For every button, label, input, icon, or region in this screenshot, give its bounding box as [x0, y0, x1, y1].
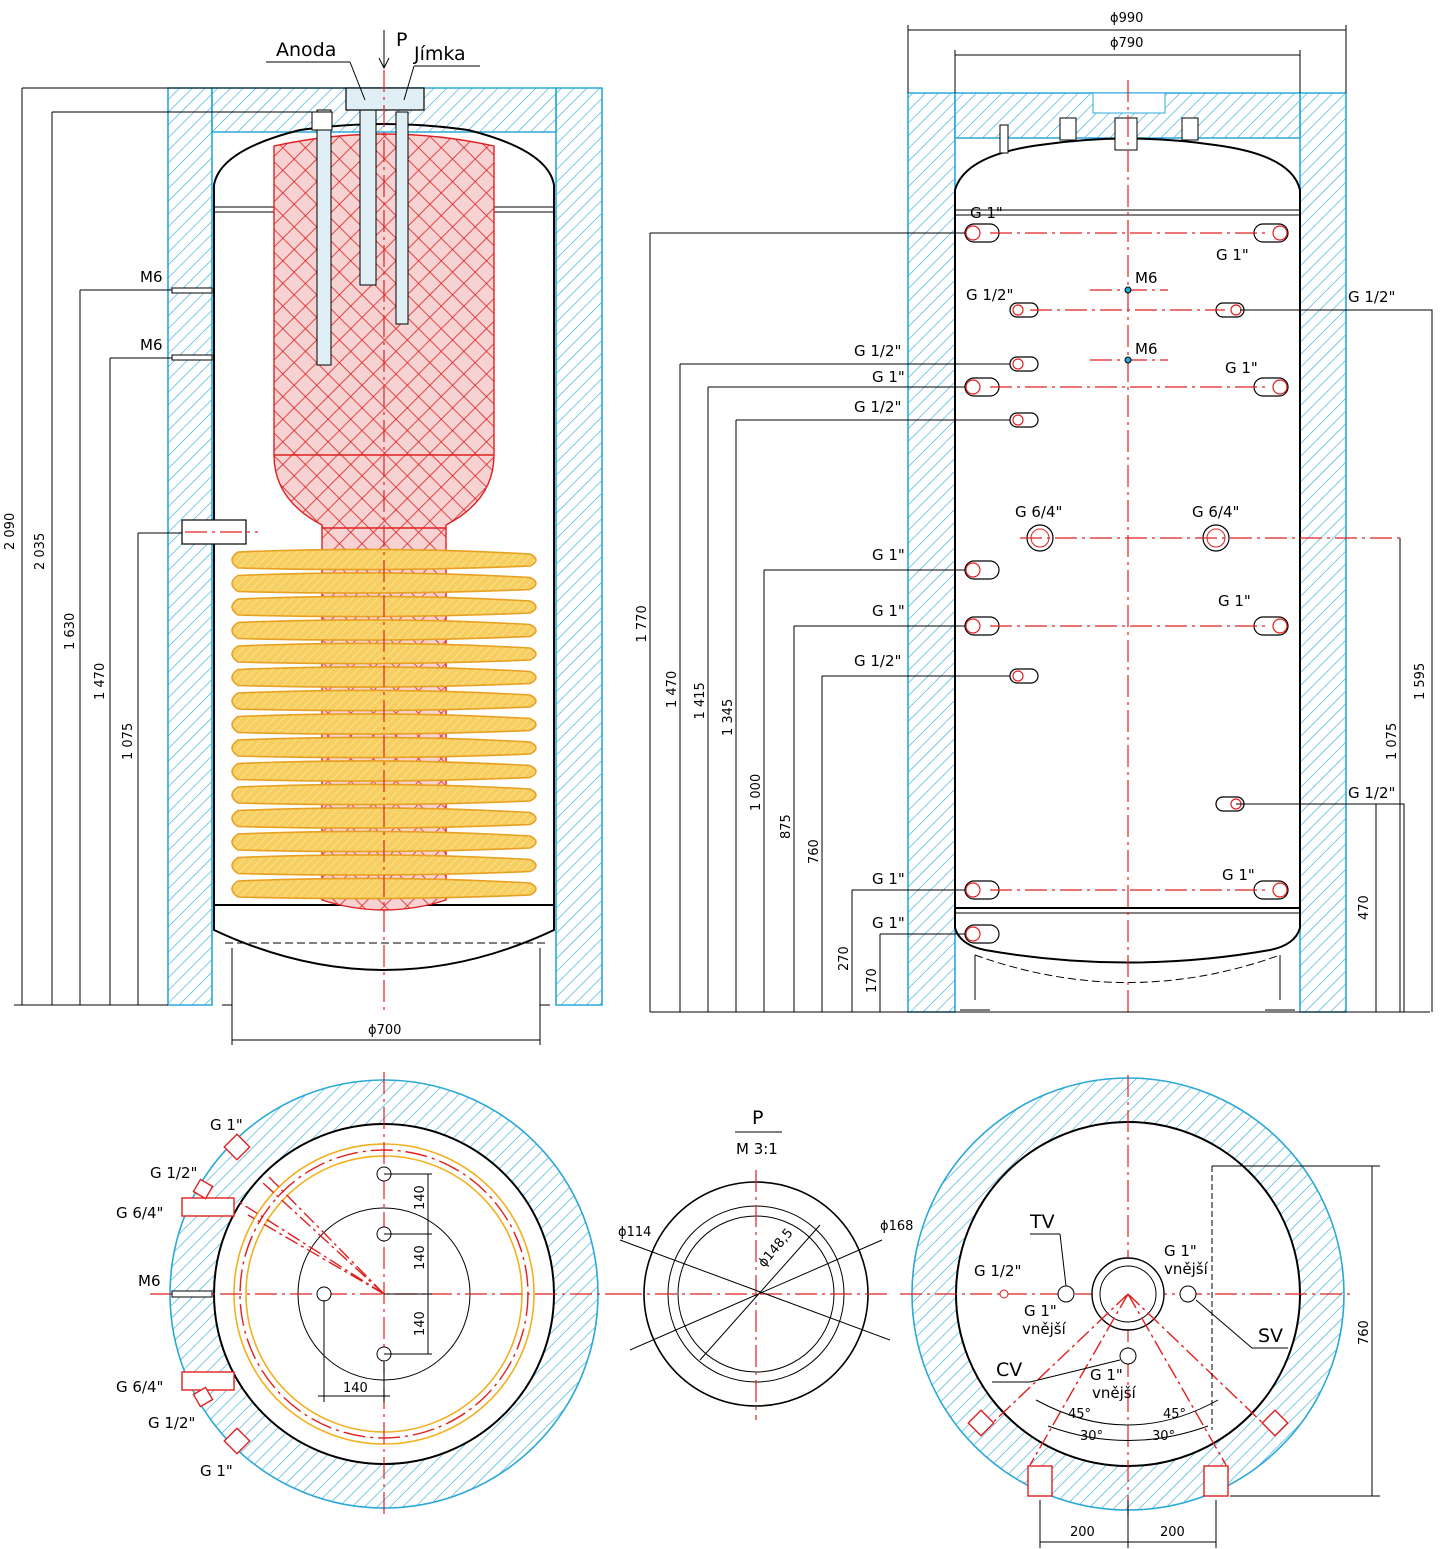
- detail-p-title: P: [752, 1107, 763, 1129]
- svg-text:2 090: 2 090: [3, 513, 18, 550]
- svg-text:M6: M6: [138, 1272, 161, 1290]
- right-dimension: 470: [1357, 895, 1372, 920]
- svg-text:30°: 30°: [1152, 1429, 1175, 1444]
- svg-text:G 6/4": G 6/4": [116, 1378, 163, 1396]
- anoda-label: Anoda: [276, 39, 336, 61]
- pipe-connection: [1009, 668, 1039, 684]
- svg-text:vnější: vnější: [1022, 1320, 1067, 1338]
- bottom-left-plan: 140 140 140 140 G 1" G 1/2" G 6/4" M6 G …: [116, 1072, 620, 1518]
- left-port-label: G 1": [970, 204, 1003, 222]
- svg-text:G 1/2": G 1/2": [150, 1164, 197, 1182]
- svg-text:ϕ114: ϕ114: [618, 1225, 651, 1240]
- m6-label-upper: M6: [140, 268, 163, 286]
- left-port-label: G 1/2": [854, 398, 901, 416]
- p-label: P: [396, 29, 407, 51]
- svg-text:G 1": G 1": [1024, 1302, 1057, 1320]
- bottom-right-plan: 200 200 760 45° 45° 30° 30° TV G 1/2" G …: [900, 1075, 1380, 1548]
- pipe-connection: [1009, 356, 1039, 372]
- svg-text:45°: 45°: [1163, 1407, 1186, 1422]
- left-view-heating-coil: [231, 548, 537, 900]
- left-port-label: G 1/2": [854, 652, 901, 670]
- svg-text:vnější: vnější: [1164, 1260, 1209, 1278]
- svg-text:200: 200: [1160, 1525, 1185, 1540]
- left-view: Anoda P Jímka M6 M6 2 090 2 035 1 630 1 …: [3, 29, 603, 1045]
- svg-text:G 1": G 1": [200, 1462, 233, 1480]
- svg-text:140: 140: [413, 1185, 428, 1210]
- left-dimension: 1 770: [635, 605, 650, 642]
- svg-text:G 6/4": G 6/4": [116, 1204, 163, 1222]
- svg-text:760: 760: [1357, 1320, 1372, 1345]
- left-port-label: G 1": [872, 870, 905, 888]
- left-view-diameter: ϕ700: [368, 1023, 401, 1038]
- right-dimension: 1 075: [1385, 723, 1400, 760]
- left-port-label: G 1": [872, 602, 905, 620]
- svg-text:140: 140: [343, 1381, 368, 1396]
- left-dimension: 170: [865, 968, 880, 993]
- svg-text:1 630: 1 630: [63, 613, 78, 650]
- svg-text:1 470: 1 470: [93, 663, 108, 700]
- pipe-connection: [1009, 412, 1039, 428]
- left-port-label: G 1/2": [966, 286, 1013, 304]
- m6-center-lower: M6: [1135, 340, 1158, 358]
- right-port-label: G 1/2": [1348, 288, 1395, 306]
- g64-right-label: G 6/4": [1192, 503, 1239, 521]
- m6-label-lower: M6: [140, 336, 163, 354]
- left-dimension: 270: [837, 946, 852, 971]
- left-port-label: G 1": [872, 914, 905, 932]
- right-dimension: 1 595: [1413, 663, 1428, 700]
- tv-label: TV: [1029, 1211, 1055, 1233]
- svg-text:45°: 45°: [1068, 1407, 1091, 1422]
- svg-text:1 075: 1 075: [121, 723, 136, 760]
- svg-text:G 1": G 1": [1164, 1242, 1197, 1260]
- left-dimension: 1 415: [693, 682, 708, 719]
- left-dimension: 1 470: [665, 671, 680, 708]
- right-port-label: G 1": [1218, 592, 1251, 610]
- detail-p-scale: M 3:1: [736, 1140, 778, 1158]
- svg-text:G 1/2": G 1/2": [974, 1262, 1021, 1280]
- right-view-ports: G 1" G 1/2" G 1/2" G 1" G 1/2" G 1" G 1" G 1/2"…: [635, 204, 1433, 1012]
- left-port-label: G 1": [872, 546, 905, 564]
- svg-text:2 035: 2 035: [33, 533, 48, 570]
- left-view-tank-bottom: [213, 904, 555, 971]
- svg-text:30°: 30°: [1080, 1429, 1103, 1444]
- right-view: G 1" G 1/2" G 1/2" G 1" G 1/2" G 1" G 1" G 1/2"…: [635, 11, 1433, 1015]
- svg-text:vnější: vnější: [1092, 1384, 1137, 1402]
- left-port-label: G 1/2": [854, 342, 901, 360]
- detail-p: P M 3:1 ϕ114 ϕ148,5 ϕ168: [618, 1107, 913, 1420]
- coil-loop: [231, 548, 537, 571]
- left-view-dimensions: 2 090 2 035 1 630 1 470 1 075: [3, 87, 350, 1006]
- right-port-label: G 1": [1216, 246, 1249, 264]
- right-port-label: G 1": [1222, 866, 1255, 884]
- left-dimension: 1 000: [749, 774, 764, 811]
- right-port-label: G 1": [1225, 359, 1258, 377]
- g64-left-label: G 6/4": [1015, 503, 1062, 521]
- left-dimension: 1 345: [721, 699, 736, 736]
- m6-center-upper: M6: [1135, 269, 1158, 287]
- left-port-label: G 1": [872, 368, 905, 386]
- svg-text:ϕ168: ϕ168: [880, 1219, 913, 1234]
- cv-label: CV: [996, 1359, 1022, 1381]
- left-view-insulation-right: [555, 87, 603, 1006]
- svg-text:G 1": G 1": [210, 1116, 243, 1134]
- jimka-label: Jímka: [413, 43, 466, 65]
- right-port-label: G 1/2": [1348, 784, 1395, 802]
- svg-text:200: 200: [1070, 1525, 1095, 1540]
- inner-diameter: ϕ790: [1110, 36, 1143, 51]
- svg-text:G 1/2": G 1/2": [148, 1414, 195, 1432]
- anode-rod: [359, 109, 377, 286]
- sv-label: SV: [1258, 1325, 1283, 1347]
- left-dimension: 760: [807, 839, 822, 864]
- svg-text:140: 140: [413, 1311, 428, 1336]
- outer-diameter: ϕ990: [1110, 11, 1143, 26]
- left-dimension: 875: [779, 814, 794, 839]
- svg-text:G 1": G 1": [1090, 1366, 1123, 1384]
- left-view-insulation-left: [167, 87, 213, 1006]
- svg-text:140: 140: [413, 1245, 428, 1270]
